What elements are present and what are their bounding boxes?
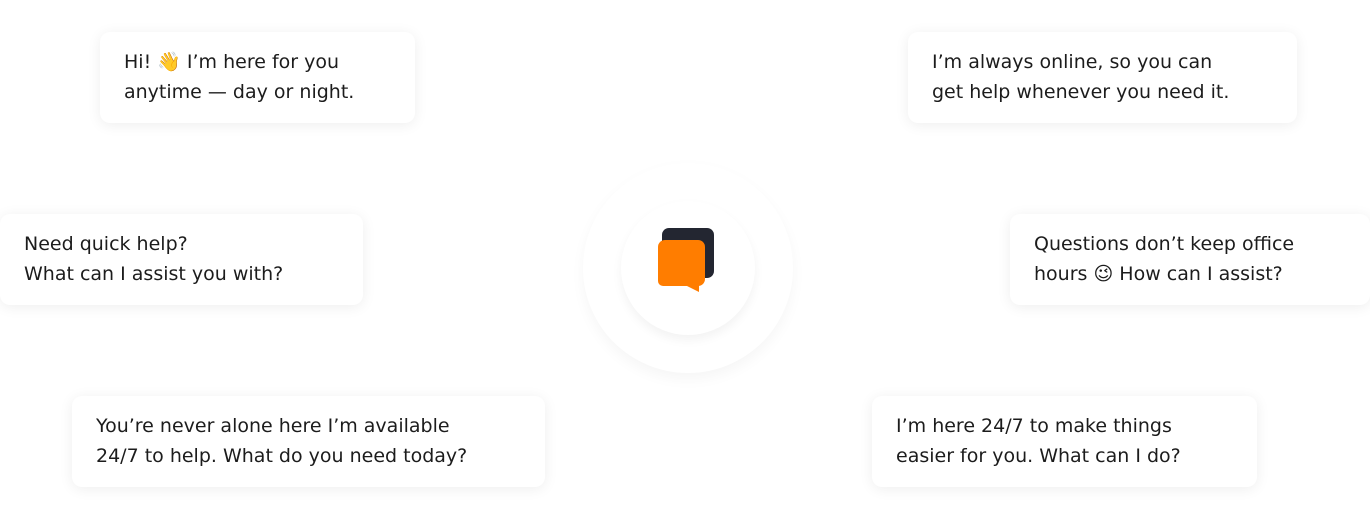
message-text: get help whenever you need it. [932,81,1230,103]
message-card: I’m always online, so you can get help w… [908,32,1297,123]
message-text: anytime — day or night. [124,81,355,103]
message-text: I’m here 24/7 to make things [896,415,1172,437]
orange-bubble [658,240,705,286]
message-card: Questions don’t keep office hours 😉 How … [1010,214,1370,305]
message-text: Need quick help? [24,233,188,255]
message-text: What can I assist you with? [24,263,284,285]
message-card: I’m here 24/7 to make things easier for … [872,396,1257,487]
message-card: Hi! 👋 I’m here for you anytime — day or … [100,32,415,123]
message-text: Hi! 👋 I’m here for you [124,51,340,73]
message-text: easier for you. What can I do? [896,445,1181,467]
message-text: Questions don’t keep office [1034,233,1295,255]
message-text: You’re never alone here I’m available [96,415,450,437]
message-text: hours 😉 How can I assist? [1034,263,1283,285]
bubble-tail [675,280,699,292]
message-text: I’m always online, so you can [932,51,1213,73]
message-text: 24/7 to help. What do you need today? [96,445,468,467]
message-card: You’re never alone here I’m available 24… [72,396,545,487]
message-card: Need quick help? What can I assist you w… [0,214,363,305]
